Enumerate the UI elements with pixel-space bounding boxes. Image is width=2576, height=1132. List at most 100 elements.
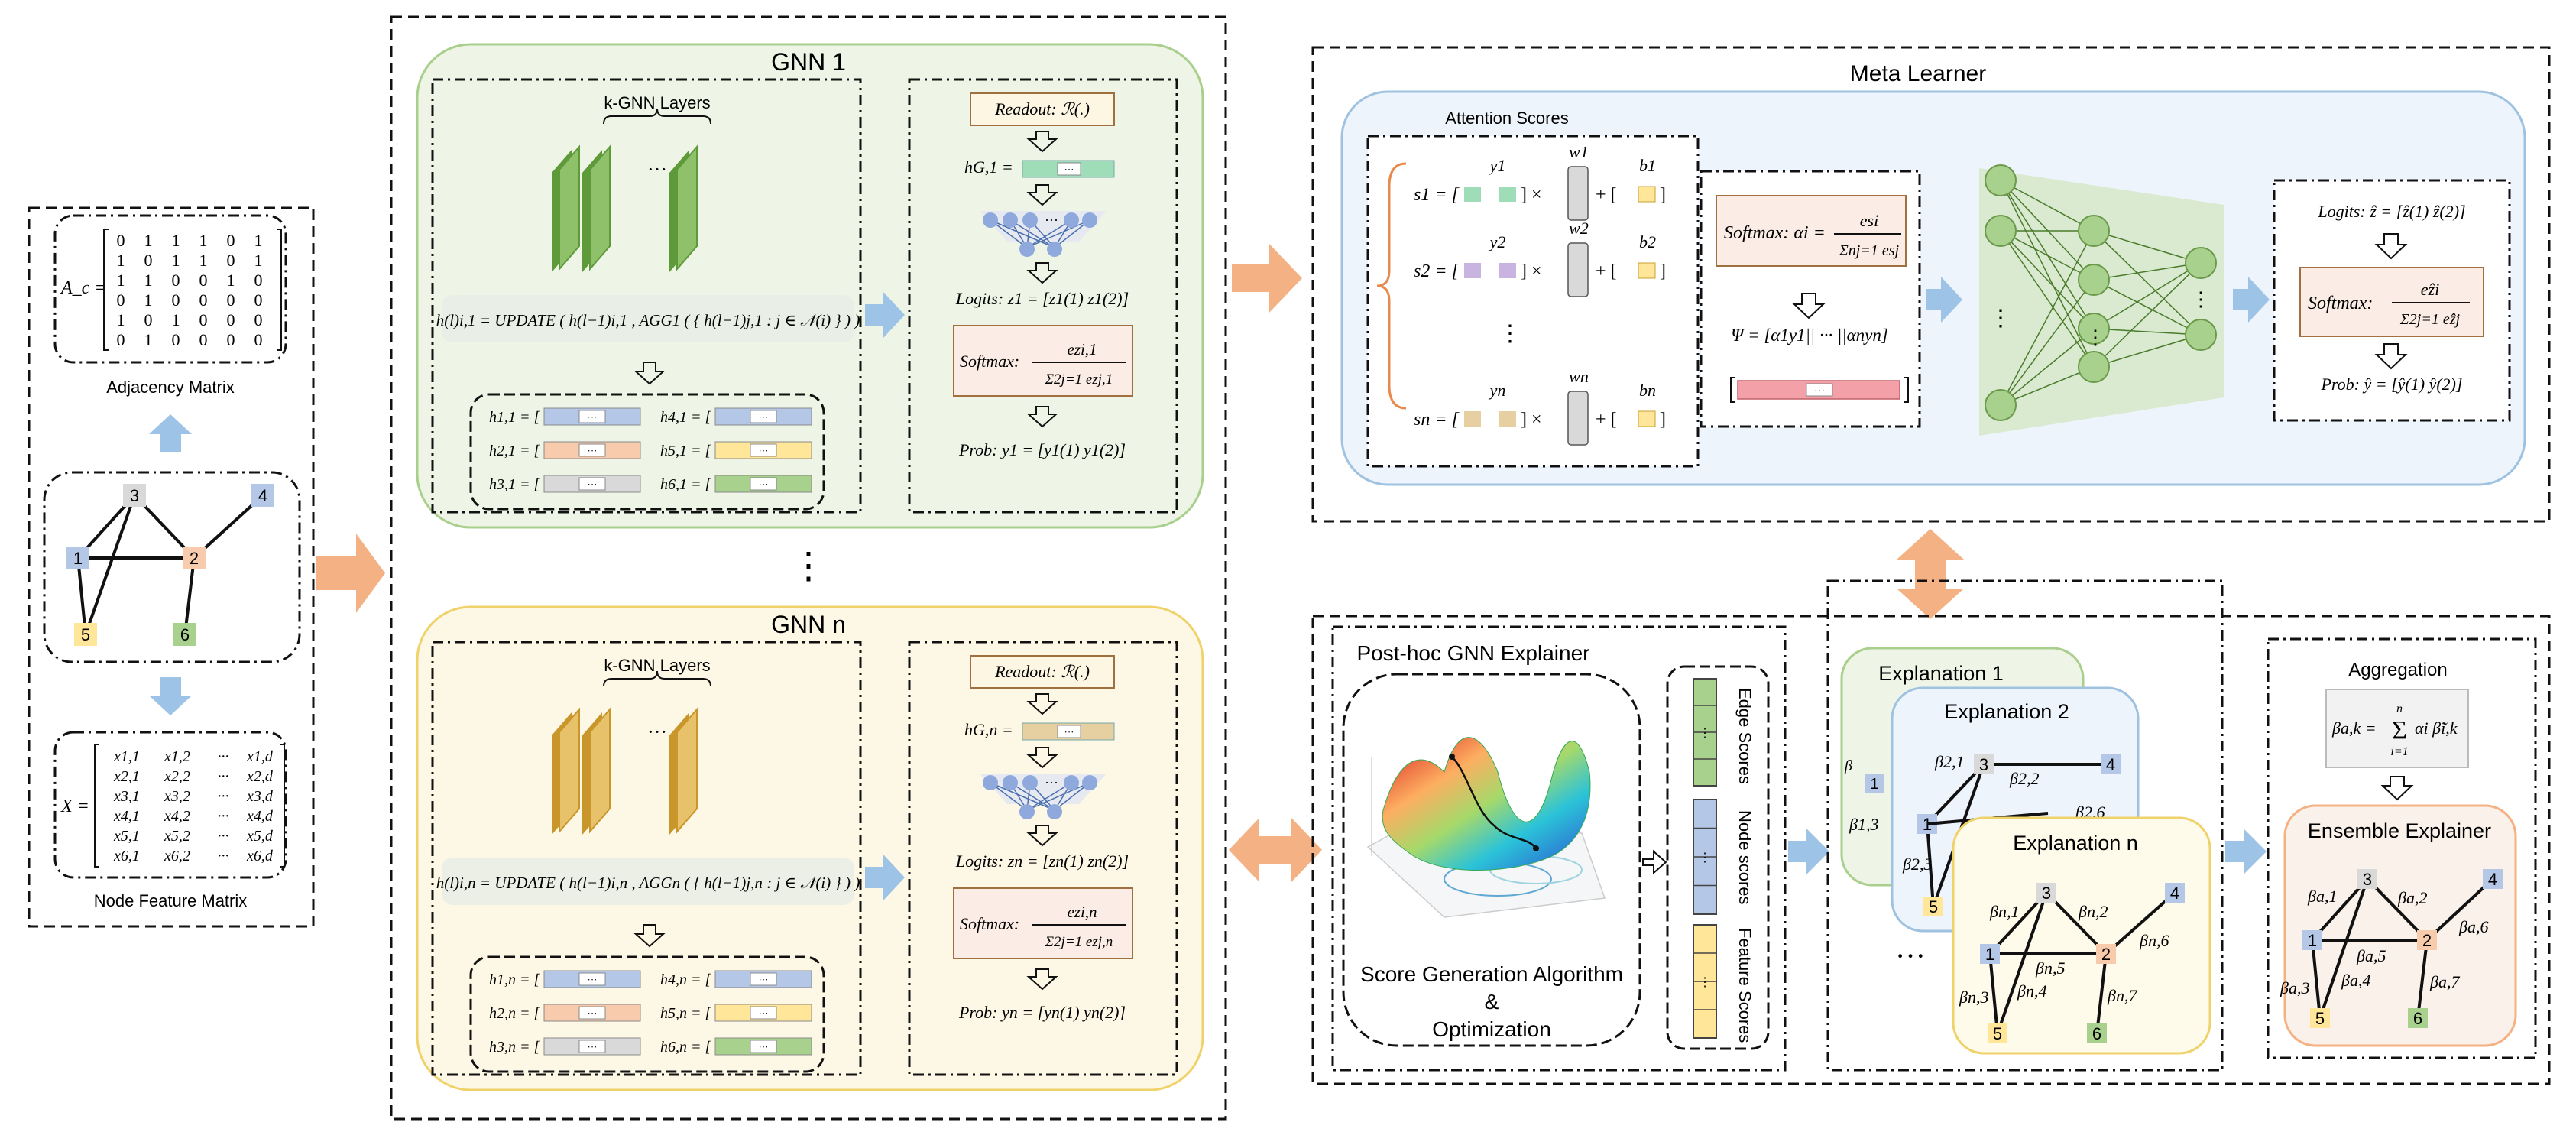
plus-sign: + [ xyxy=(1596,410,1617,430)
embedding-label: h3,n = [ xyxy=(489,1039,540,1056)
graph-node xyxy=(2036,883,2056,903)
gnn-layer xyxy=(676,707,698,834)
graph-edge xyxy=(1988,891,2048,955)
gnn-layers-box xyxy=(431,641,862,1076)
embedding-box xyxy=(469,955,825,1073)
mlp-neuron xyxy=(2078,313,2110,345)
adjacency-box xyxy=(53,214,287,364)
plus-sign: + [ xyxy=(1596,185,1617,205)
mlp-network: ⋮⋮⋮ xyxy=(1979,164,2224,436)
graph-node xyxy=(66,547,89,569)
svg-text:···: ··· xyxy=(588,974,598,985)
edge-weight-label: βn,3 xyxy=(1959,988,1988,1007)
edge-weight-label: βa,7 xyxy=(2429,972,2460,991)
posthoc-title: Post-hoc GNN Explainer xyxy=(1356,641,1589,665)
readout-label: Readout: ℛ(.) xyxy=(994,99,1090,118)
b-label: bn xyxy=(1639,381,1656,400)
graph-node xyxy=(2302,930,2322,950)
layers-brace xyxy=(603,108,711,125)
gnn-layer xyxy=(589,144,611,271)
y-label: y2 xyxy=(1489,232,1506,251)
graph-edge xyxy=(76,557,87,635)
edge-weight-label: βa,6 xyxy=(2458,917,2488,936)
readout-neuron xyxy=(983,212,998,228)
adjacency-cell: 0 xyxy=(117,290,125,310)
feature-cell: x5,d xyxy=(246,828,274,845)
mlp-neuron xyxy=(1985,164,2017,196)
svg-text:⋮: ⋮ xyxy=(1989,306,2012,331)
meta-softmax2-num: eẑi xyxy=(2421,280,2439,299)
adjacency-cell: 1 xyxy=(117,310,125,329)
graph-node-label: 4 xyxy=(258,486,267,505)
adjacency-label: A_c = xyxy=(60,278,107,298)
adjacency-cell: 0 xyxy=(199,271,208,290)
graph-edge xyxy=(2095,953,2108,1034)
algo-line-3: Optimization xyxy=(1432,1017,1551,1041)
readout-box xyxy=(970,92,1115,126)
adjacency-cell: 0 xyxy=(227,310,235,329)
b-label: b2 xyxy=(1639,232,1656,251)
readout-neuron xyxy=(1082,212,1097,228)
adjacency-cell: 0 xyxy=(227,251,235,270)
embedding-label: h6,1 = [ xyxy=(660,476,711,493)
w-label: w1 xyxy=(1569,142,1589,161)
gnn-logits: Logits: z1 = [z1(1) z1(2)] xyxy=(955,289,1129,308)
graph-node-label: 1 xyxy=(1923,815,1932,834)
y-cell xyxy=(1464,187,1481,202)
b-cell xyxy=(1638,262,1656,279)
mlp-neuron xyxy=(2078,264,2110,296)
aggregation-box: Aggregation βa,k = n Σ i=1 αi β̃i,k Ense… xyxy=(2267,637,2537,1059)
gnn-layer xyxy=(589,707,611,834)
aggregation-formula-right: αi β̃i,k xyxy=(2415,718,2458,738)
edge-weight-label: βn,7 xyxy=(2107,986,2137,1005)
feature-cell: ··· xyxy=(218,828,229,845)
feature-cell: ··· xyxy=(218,808,229,825)
explanation-n-title: Explanation n xyxy=(2013,832,2138,855)
graph-node xyxy=(251,484,274,507)
adjacency-cell: 0 xyxy=(254,310,263,329)
feature-cell: x3,d xyxy=(246,788,274,805)
gnn-vertical-dots: ⋮ xyxy=(790,546,827,586)
mlp-neuron xyxy=(2185,319,2217,351)
readout-neuron xyxy=(1064,775,1079,790)
adjacency-cell: 1 xyxy=(144,290,153,310)
embedding-label: h5,n = [ xyxy=(660,1005,711,1022)
adjacency-cell: 1 xyxy=(172,231,180,250)
y-cell xyxy=(1499,411,1516,427)
y-cell xyxy=(1499,187,1516,202)
edge-weight-label: βn,4 xyxy=(2017,981,2046,1001)
embedding-label: h3,1 = [ xyxy=(489,476,540,493)
graph-edge xyxy=(1926,823,1935,907)
meta-logits: Logits: ẑ = [ẑ(1) ẑ(2)] xyxy=(2317,202,2465,221)
feature-cell: ··· xyxy=(218,748,229,765)
adjacency-cell: 0 xyxy=(199,310,208,329)
adjacency-cell: 0 xyxy=(117,231,125,250)
svg-text:···: ··· xyxy=(588,1007,598,1019)
embedding-label: h1,n = [ xyxy=(489,971,540,988)
embedding-label: h5,1 = [ xyxy=(660,443,711,459)
feature-cell: x2,d xyxy=(246,768,274,785)
graph-node-label: 5 xyxy=(1993,1024,2002,1043)
graph-node xyxy=(2408,1008,2428,1028)
readout-neuron xyxy=(1019,804,1035,819)
embedding-box xyxy=(469,393,825,511)
feature-cell: x6,d xyxy=(246,848,274,864)
svg-text:···: ··· xyxy=(1064,164,1074,175)
svg-text:···: ··· xyxy=(1045,775,1058,790)
embedding-label: h2,n = [ xyxy=(489,1005,540,1022)
graph-node xyxy=(1865,774,1884,793)
svg-text:Σ: Σ xyxy=(2392,716,2407,744)
feature-cell: x5,2 xyxy=(164,828,190,845)
explanations-dots: ··· xyxy=(1895,939,1926,973)
arrow-to-aggregation xyxy=(2225,829,2267,874)
graph-edge xyxy=(1988,953,1999,1034)
y-cell xyxy=(1464,411,1481,427)
meta-softmax-den: Σnj=1 esj xyxy=(1839,242,1900,259)
w-vector xyxy=(1567,166,1589,221)
w-vector xyxy=(1567,242,1589,297)
mlp-neuron xyxy=(1985,389,2017,421)
